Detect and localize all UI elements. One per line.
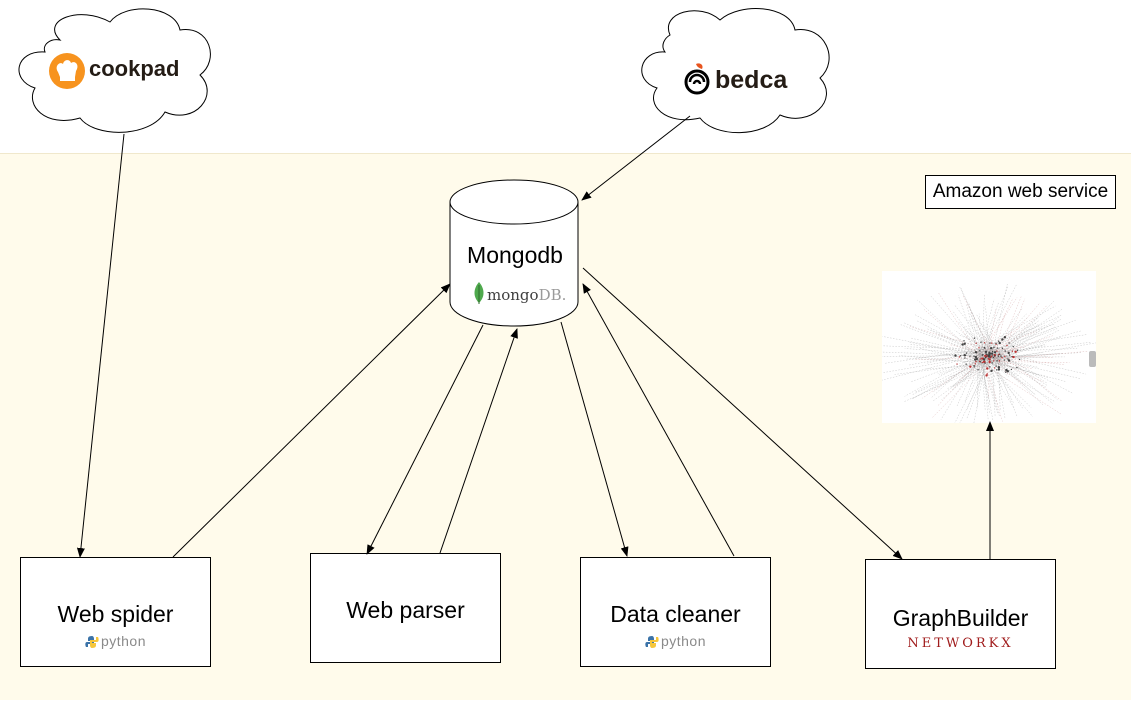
web-spider-label: Web spider — [57, 601, 174, 627]
wifi-fruit-icon — [684, 63, 710, 95]
edge-web-parser-to-mongodb — [439, 328, 518, 554]
edge-web-spider-to-mongodb — [172, 283, 451, 558]
cookpad-logo-text: cookpad — [89, 56, 180, 81]
mongodb-leaf-icon — [474, 282, 484, 304]
bedca-logo-text: bedca — [715, 66, 788, 94]
chef-hat-icon — [49, 53, 85, 89]
graph-builder-box: GraphBuilder NETWORKX — [865, 559, 1056, 669]
mongodb-label: Mongodb — [467, 242, 563, 268]
web-spider-box: Web spider python — [20, 557, 211, 667]
edge-bedca-to-mongodb — [581, 115, 691, 201]
graph-network-nodes — [954, 336, 1021, 377]
web-parser-label: Web parser — [346, 597, 465, 623]
graph-network-edges — [882, 283, 1096, 423]
data-cleaner-label: Data cleaner — [610, 601, 741, 627]
networkx-logo: NETWORKX — [907, 636, 1014, 651]
edge-mongodb-to-data-cleaner — [560, 321, 629, 557]
edge-mongodb-to-graph-builder — [582, 267, 903, 560]
web-parser-box: Web parser — [310, 553, 501, 663]
python-icon — [85, 636, 99, 648]
graph-builder-label: GraphBuilder — [892, 605, 1029, 631]
python-logo: python — [21, 633, 210, 649]
edge-mongodb-to-web-parser — [366, 324, 484, 555]
bedca-cloud — [641, 8, 830, 134]
resize-handle — [1089, 351, 1096, 367]
graph-visualization — [882, 271, 1096, 423]
python-icon — [645, 636, 659, 648]
mongodb-logo-text: mongoDB. — [487, 286, 567, 304]
cookpad-cloud — [18, 8, 211, 133]
python-logo: python — [581, 633, 770, 649]
data-cleaner-box: Data cleaner python — [580, 557, 771, 667]
edge-data-cleaner-to-mongodb — [582, 283, 735, 557]
aws-label: Amazon web service — [925, 175, 1116, 209]
edge-cookpad-to-web-spider — [76, 133, 125, 558]
